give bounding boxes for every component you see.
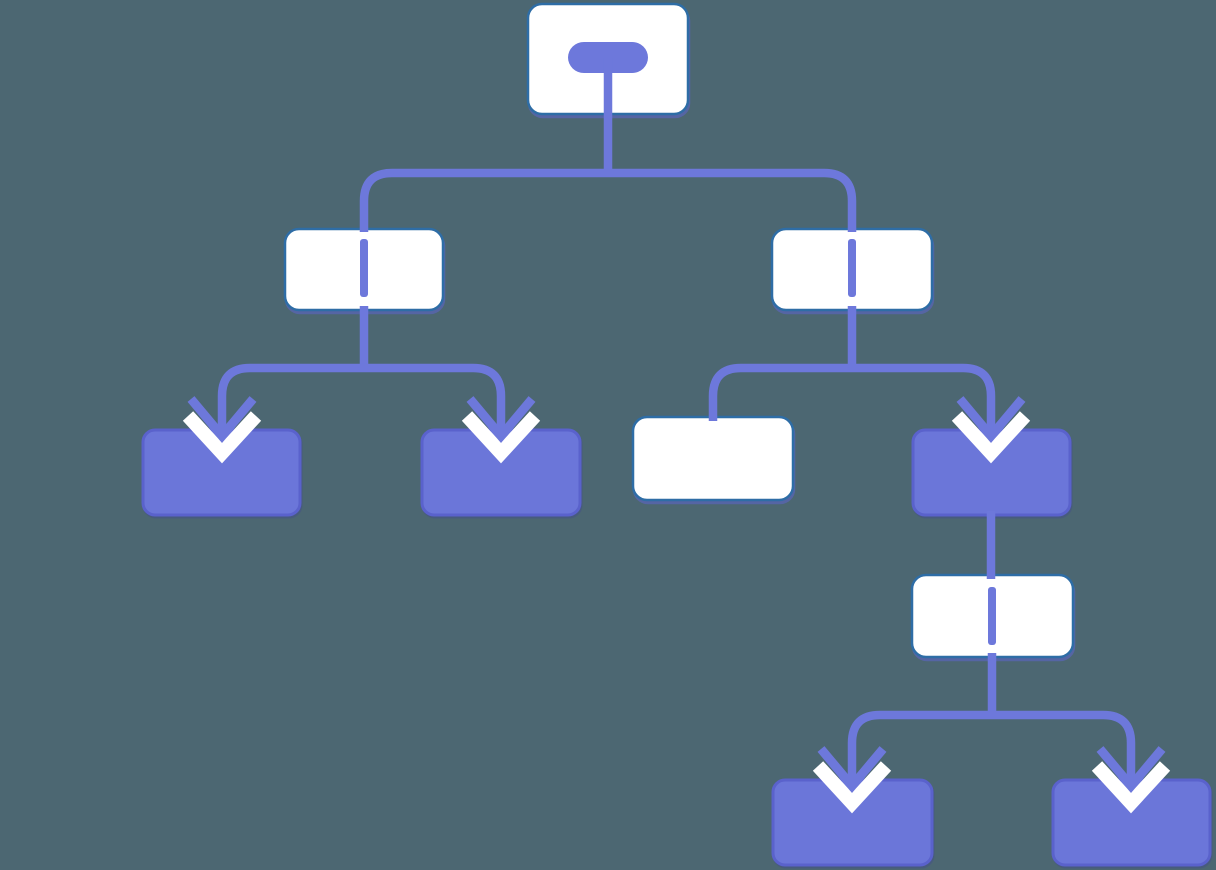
branch-node-right bbox=[770, 227, 934, 312]
double-chevron-down-icon-accent bbox=[187, 396, 257, 444]
double-chevron-down-icon-white bbox=[1091, 761, 1171, 814]
vbar-icon bbox=[848, 239, 856, 297]
edge-layer bbox=[217, 58, 1136, 786]
edge-right-branch bbox=[708, 363, 996, 436]
double-chevron-down-icon-white bbox=[812, 761, 892, 814]
branch-node-left bbox=[283, 227, 445, 312]
arrow-front-layer bbox=[187, 396, 1166, 794]
pill-icon bbox=[568, 42, 648, 73]
empty-card-node-shape bbox=[631, 415, 795, 502]
vbar-icon bbox=[360, 239, 368, 297]
double-chevron-down-icon-white bbox=[951, 411, 1031, 464]
branch-node-bottom bbox=[910, 573, 1075, 659]
double-chevron-down-icon-accent bbox=[1096, 746, 1166, 794]
double-chevron-down-icon-white bbox=[182, 411, 262, 464]
edge-left-branch bbox=[217, 363, 506, 436]
edge-level1-branch bbox=[359, 168, 857, 232]
double-chevron-down-icon-accent bbox=[466, 396, 536, 444]
double-chevron-down-icon-white bbox=[461, 411, 541, 464]
node-layer bbox=[141, 2, 1212, 867]
edge-bottom-branch bbox=[847, 710, 1136, 786]
double-chevron-down-icon-accent bbox=[956, 396, 1026, 444]
empty-card-node bbox=[631, 415, 795, 502]
vbar-icon bbox=[988, 587, 996, 645]
arrow-back-layer bbox=[182, 411, 1171, 814]
double-chevron-down-icon-accent bbox=[817, 746, 887, 794]
